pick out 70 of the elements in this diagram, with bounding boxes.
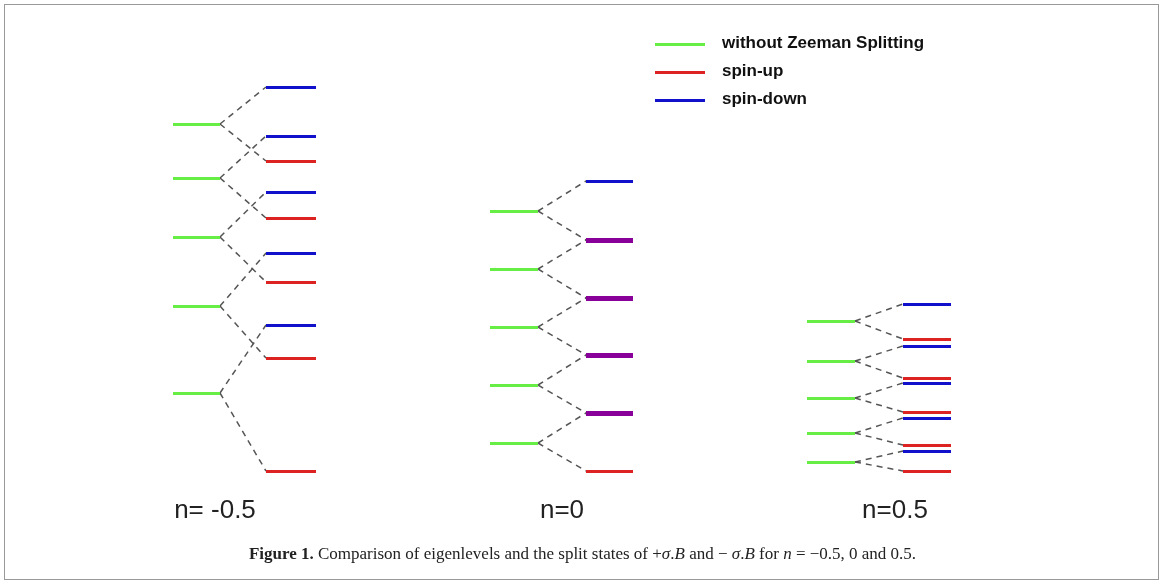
- dashed-connector: [854, 397, 904, 413]
- unsplit-level-line: [173, 392, 220, 395]
- dashed-connector: [219, 123, 267, 162]
- spin-down-level-line: [903, 382, 951, 385]
- dashed-connector: [854, 345, 904, 362]
- unsplit-level-line: [807, 461, 855, 464]
- unsplit-level-line: [490, 210, 538, 213]
- dashed-connector: [537, 442, 587, 472]
- unsplit-level-line: [490, 442, 538, 445]
- unsplit-level-line: [173, 177, 220, 180]
- dashed-connector: [854, 382, 904, 399]
- spin-up-level-line: [266, 160, 316, 163]
- dashed-connector: [537, 239, 587, 270]
- dashed-connector: [537, 180, 587, 212]
- spin-down-level-line: [903, 417, 951, 420]
- dashed-connector: [219, 191, 267, 238]
- figure-caption: Figure 1. Comparison of eigenlevels and the split states of +σ.B and − σ.B for n = −0.5, 0 and 0.5.: [247, 544, 918, 564]
- unsplit-level-line: [807, 360, 855, 363]
- dashed-connector: [219, 252, 267, 307]
- legend-label: spin-down: [722, 89, 807, 109]
- dashed-connector: [219, 135, 267, 179]
- spin-up-level-line: [903, 338, 951, 341]
- panel-label: n= -0.5: [174, 494, 256, 525]
- dashed-connector: [854, 303, 904, 322]
- legend-label: spin-up: [722, 61, 784, 81]
- unsplit-level-line: [807, 432, 855, 435]
- dashed-connector: [854, 417, 904, 434]
- legend-label: without Zeeman Splitting: [722, 33, 925, 53]
- spin-down-level-line: [266, 191, 316, 194]
- spin-up-level-line: [903, 444, 951, 447]
- spin-down-level-line: [266, 324, 316, 327]
- panel-label: n=0.5: [862, 494, 928, 525]
- spin-up-level-line: [266, 281, 316, 284]
- spin-up-level-line: [266, 357, 316, 360]
- dashed-connector: [854, 461, 904, 472]
- dashed-connector: [219, 86, 267, 125]
- unsplit-level-line: [490, 326, 538, 329]
- unsplit-level-line: [173, 236, 220, 239]
- dashed-connector: [219, 392, 267, 472]
- spin-up-level-line: [903, 470, 951, 473]
- dashed-connector: [854, 450, 904, 463]
- dashed-connector: [219, 305, 267, 359]
- dashed-connector: [537, 412, 587, 444]
- dashed-connector: [854, 432, 904, 446]
- unsplit-level-line: [807, 397, 855, 400]
- spin-up-level-line: [266, 470, 316, 473]
- spin-down-level-line: [586, 180, 633, 183]
- unsplit-level-line: [807, 320, 855, 323]
- dashed-connector: [219, 177, 267, 219]
- spin-down-level-line: [903, 345, 951, 348]
- spin-up-level-line: [903, 377, 951, 380]
- panel-label: n=0: [539, 494, 585, 525]
- unsplit-level-line: [490, 268, 538, 271]
- unsplit-level-line: [173, 123, 220, 126]
- spin-up-level-line: [266, 217, 316, 220]
- spin-down-level-line: [903, 303, 951, 306]
- dashed-connector: [219, 324, 267, 394]
- dashed-connector: [537, 297, 587, 328]
- spin-down-level-line: [266, 135, 316, 138]
- dashed-connector: [537, 354, 587, 386]
- dashed-connector: [854, 360, 904, 379]
- spin-up-level-line: [903, 411, 951, 414]
- unsplit-level-line: [173, 305, 220, 308]
- spin-down-level-line: [266, 252, 316, 255]
- dashed-connector: [854, 320, 904, 340]
- dashed-connector: [219, 236, 267, 283]
- spin-down-level-line: [266, 86, 316, 89]
- spin-up-level-line: [586, 470, 633, 473]
- unsplit-level-line: [490, 384, 538, 387]
- spin-down-level-line: [903, 450, 951, 453]
